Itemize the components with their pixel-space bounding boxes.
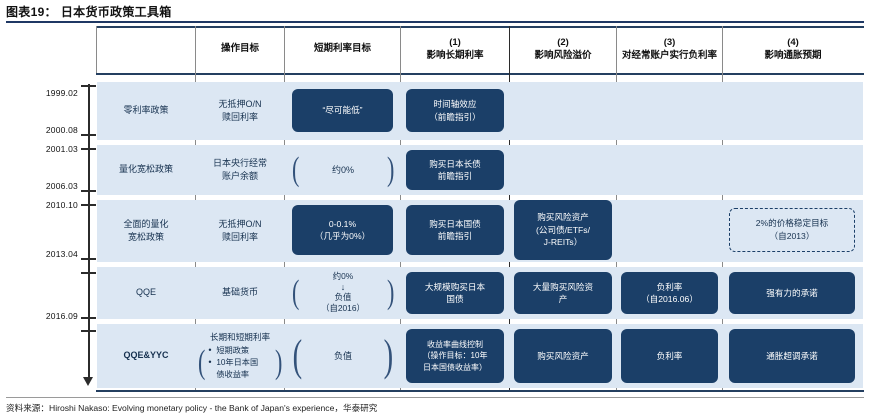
table-bottom-rule bbox=[96, 390, 864, 392]
header-long-rate: (1) 影响长期利率 bbox=[401, 26, 509, 73]
cell-short-rate-target: ( 约0% ↓ 负值 （自2016） ) bbox=[290, 267, 396, 319]
brace-left-icon: ( bbox=[291, 151, 300, 188]
page-title: 图表19：日本货币政策工具箱 bbox=[6, 3, 864, 20]
brace-left-icon: ( bbox=[292, 331, 303, 380]
header-top-rule bbox=[96, 26, 864, 28]
short-rate-value: 负值 bbox=[333, 350, 352, 361]
header-index: (2) bbox=[557, 36, 569, 48]
short-rate-value: 约0% bbox=[331, 164, 354, 175]
cell-long-rate[interactable]: 收益率曲线控制 （操作目标：10年 日本国债收益率） bbox=[406, 329, 504, 383]
header-index: (4) bbox=[787, 36, 799, 48]
row-policy-name: QQE bbox=[135, 287, 156, 298]
brace-left-icon: ( bbox=[197, 343, 206, 381]
timeline-tick bbox=[81, 134, 96, 136]
header-short-rate-target: 短期利率目标 bbox=[285, 26, 400, 73]
cell-long-rate[interactable]: 购买日本国债 前瞻指引 bbox=[406, 205, 504, 255]
timeline-tick bbox=[81, 204, 96, 206]
header-label: 操作目标 bbox=[220, 43, 259, 55]
short-rate-to: 负值 （自2016） bbox=[321, 291, 365, 314]
timeline-axis bbox=[88, 84, 90, 380]
cell-operating-target: 无抵押O/N 赎回利率 bbox=[218, 98, 262, 122]
cell-operating-target: 基础货币 bbox=[221, 287, 258, 298]
cell-long-rate[interactable]: 时间轴效应 （前瞻指引） bbox=[406, 89, 504, 132]
timeline-label: 2006.03 bbox=[45, 181, 78, 191]
timeline-tick bbox=[81, 330, 96, 332]
cell-operating-target: 日本央行经常 账户余额 bbox=[212, 157, 267, 181]
cell-risk-premium[interactable]: 购买风险资产 (公司债/ETFs/ J-REITs） bbox=[514, 200, 612, 260]
timeline-arrow-icon bbox=[83, 377, 93, 386]
header-label: 对经常账户实行负利率 bbox=[621, 49, 717, 61]
header-label: 影响长期利率 bbox=[426, 49, 484, 61]
brace-left-icon: ( bbox=[291, 274, 300, 311]
timeline-label: 2010.10 bbox=[45, 200, 78, 210]
header-risk-premium: (2) 影响风险溢价 bbox=[510, 26, 616, 73]
cell-risk-premium[interactable]: 大量购买风险资 产 bbox=[514, 272, 612, 314]
cell-negative-rate[interactable]: 负利率 （自2016.06） bbox=[621, 272, 718, 314]
source-text: Hiroshi Nakaso: Evolving monetary policy… bbox=[48, 403, 343, 413]
timeline-tick bbox=[81, 85, 96, 87]
timeline-tick bbox=[81, 190, 96, 192]
row-policy-name: 零利率政策 bbox=[123, 105, 169, 116]
header-bottom-rule bbox=[96, 73, 864, 75]
operating-target-title: 长期和短期利率 bbox=[209, 332, 271, 343]
timeline-tick bbox=[81, 272, 96, 274]
cell-short-rate-target[interactable]: 0-0.1% （几乎为0%） bbox=[292, 205, 393, 255]
brace-right-icon: ) bbox=[383, 331, 394, 380]
brace-right-icon: ) bbox=[386, 274, 395, 311]
brace-right-icon: ) bbox=[386, 151, 395, 188]
row-policy-name: 全面的量化 宽松政策 bbox=[123, 218, 169, 242]
cell-long-rate[interactable]: 大规模购买日本 国债 bbox=[406, 272, 504, 314]
timeline-label: 2001.03 bbox=[45, 144, 78, 154]
bullet-item: 短期政策 bbox=[207, 344, 272, 356]
cell-inflation-expectation[interactable]: 2%的价格稳定目标 （自2013） bbox=[729, 208, 855, 252]
cell-inflation-expectation[interactable]: 强有力的承诺 bbox=[729, 272, 855, 314]
timeline-label: 2013.04 bbox=[45, 249, 78, 259]
short-rate-transition: 约0% ↓ 负值 （自2016） bbox=[301, 271, 384, 315]
source-org: 华泰研究 bbox=[342, 403, 378, 413]
title-divider bbox=[6, 21, 864, 23]
header-index: (3) bbox=[663, 36, 676, 48]
row-policy-name: 量化宽松政策 bbox=[118, 164, 173, 175]
timeline-tick bbox=[81, 148, 96, 150]
exhibit-number: 图表19： bbox=[6, 5, 57, 19]
header-operating-target: 操作目标 bbox=[196, 26, 284, 73]
timeline-tick bbox=[81, 258, 96, 260]
source-label: 资料来源： bbox=[6, 403, 49, 413]
cell-risk-premium[interactable]: 购买风险资产 bbox=[514, 329, 612, 383]
timeline-label: 1999.02 bbox=[45, 88, 78, 98]
row-policy-name: QQE&YYC bbox=[123, 350, 169, 361]
bullet-item: 10年日本国 债收益率 bbox=[207, 356, 272, 379]
timeline-label: 2000.08 bbox=[45, 125, 78, 135]
cell-short-rate-target: ( 约0% ) bbox=[290, 147, 396, 193]
header-inflation-expectation: (4) 影响通胀预期 bbox=[723, 26, 863, 73]
column-separator bbox=[96, 26, 97, 73]
exhibit-title-text: 日本货币政策工具箱 bbox=[60, 5, 172, 19]
cell-negative-rate[interactable]: 负利率 bbox=[621, 329, 718, 383]
timeline-tick bbox=[81, 317, 96, 319]
brace-right-icon: ) bbox=[274, 343, 283, 381]
cell-long-rate[interactable]: 购买日本长债 前瞻指引 bbox=[406, 150, 504, 190]
cell-operating-target: 无抵押O/N 赎回利率 bbox=[218, 218, 262, 242]
cell-short-rate-target[interactable]: “尽可能低” bbox=[292, 89, 393, 132]
operating-target-bullets: 短期政策 10年日本国 债收益率 bbox=[207, 344, 272, 380]
header-label: 影响通胀预期 bbox=[764, 49, 822, 61]
down-arrow-icon: ↓ bbox=[340, 281, 346, 292]
cell-inflation-expectation[interactable]: 通胀超调承诺 bbox=[729, 329, 855, 383]
source-note: 资料来源：Hiroshi Nakaso: Evolving monetary p… bbox=[6, 402, 864, 414]
header-index: (1) bbox=[449, 36, 461, 48]
short-rate-from: 约0% bbox=[332, 270, 354, 281]
footer-divider bbox=[6, 397, 864, 398]
cell-short-rate-target: ( 负值 ) bbox=[290, 326, 396, 386]
header-label: 影响风险溢价 bbox=[534, 49, 592, 61]
cell-operating-target: 长期和短期利率 ( 短期政策 10年日本国 债收益率 ) bbox=[196, 326, 284, 386]
timeline-label: 2016.09 bbox=[45, 311, 78, 321]
header-negative-rate: (3) 对经常账户实行负利率 bbox=[617, 26, 722, 73]
header-label: 短期利率目标 bbox=[313, 43, 371, 55]
